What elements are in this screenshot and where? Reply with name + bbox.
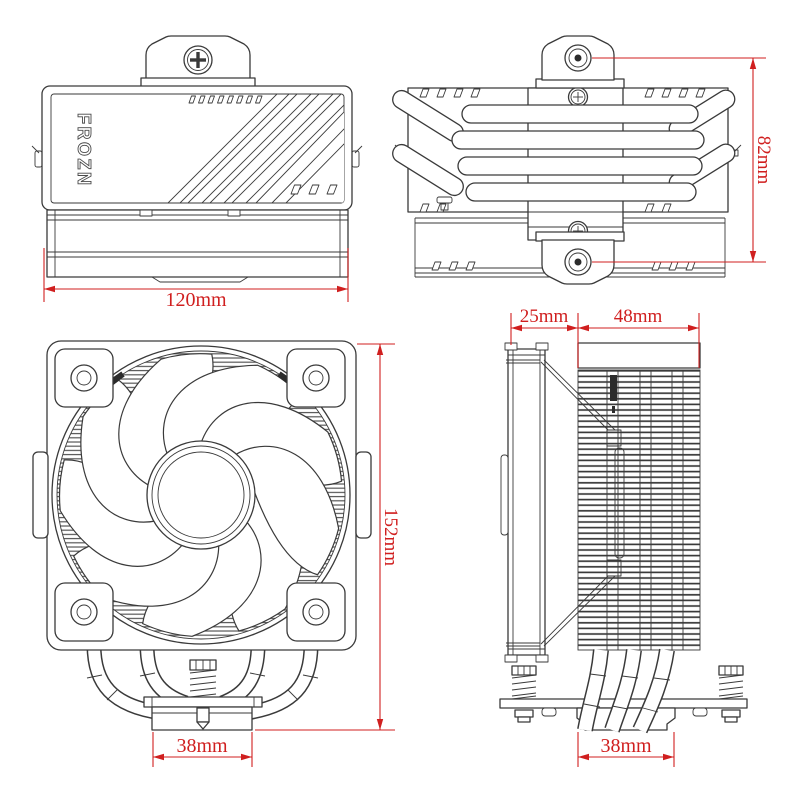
heatsink-front: [46, 209, 349, 283]
dimension-label-152mm: 152mm: [380, 508, 401, 566]
spring-screw-left: [511, 665, 537, 723]
fan-front-view: 152mm 38mm: [31, 331, 401, 767]
spring-screw-center: [189, 659, 217, 730]
corner-pads: [54, 348, 346, 642]
side-clips: [31, 145, 363, 168]
dimension-label-38mm-right: 38mm: [600, 735, 652, 757]
housing-decor-stripes: [167, 94, 344, 203]
fan-housing: FROZN: [31, 85, 363, 211]
fan-hub: [146, 440, 256, 550]
dimension-height-top-view: 82mm: [592, 57, 774, 263]
corner-screw-holes: [70, 364, 330, 626]
bracket-screw-bottom: [564, 248, 592, 276]
decor-slashes-bottom: [290, 184, 338, 195]
dimension-label-25mm: 25mm: [520, 306, 569, 327]
side-tab-right: [355, 451, 372, 539]
dimension-width-front: 120mm: [43, 248, 349, 311]
heatsink-top-cap: [577, 342, 701, 369]
bracket-top: [535, 35, 625, 89]
bracket-screw-top: [564, 44, 592, 72]
brand-logo-text: FROZN: [74, 113, 94, 188]
dimension-label-82mm: 82mm: [753, 136, 774, 185]
dimension-base-width-side-view: 38mm: [577, 732, 675, 767]
front-view: FROZN 120mm: [31, 35, 363, 311]
heatsink-side: [577, 342, 701, 651]
base-assembly-front: [143, 659, 263, 731]
mounting-screw: [183, 45, 213, 75]
pipe-shadow-mark: [610, 375, 617, 401]
heat-pipes-top: [392, 89, 736, 202]
fan-side: [500, 342, 549, 663]
dimension-label-120mm: 120mm: [165, 289, 227, 311]
decor-slashes-top: [188, 95, 263, 104]
plate-notches: [419, 88, 706, 213]
dimension-height-fan-view: 152mm: [255, 343, 401, 731]
dimension-label-38mm-left: 38mm: [176, 735, 228, 757]
fan-assembly: [31, 331, 372, 666]
side-view: 25mm 48mm 38mm: [499, 306, 748, 767]
side-tab-left: [32, 451, 49, 539]
dimension-fan-depth: 25mm: [510, 306, 579, 368]
retention-button: [436, 196, 453, 211]
heat-pipes-side: [577, 648, 675, 734]
bracket-bottom: [535, 231, 625, 285]
top-view: 82mm: [392, 35, 774, 285]
dimension-heatsink-depth: 48mm: [578, 306, 700, 368]
heat-pipe-channels: [606, 370, 684, 650]
fin-stack: [577, 369, 701, 651]
dimension-base-width-fan-view: 38mm: [152, 732, 253, 767]
spring-screw-right: [718, 665, 744, 723]
dimension-label-48mm: 48mm: [614, 306, 663, 327]
top-mounting-bracket: [140, 35, 256, 88]
plate-screw-top: [567, 86, 589, 108]
